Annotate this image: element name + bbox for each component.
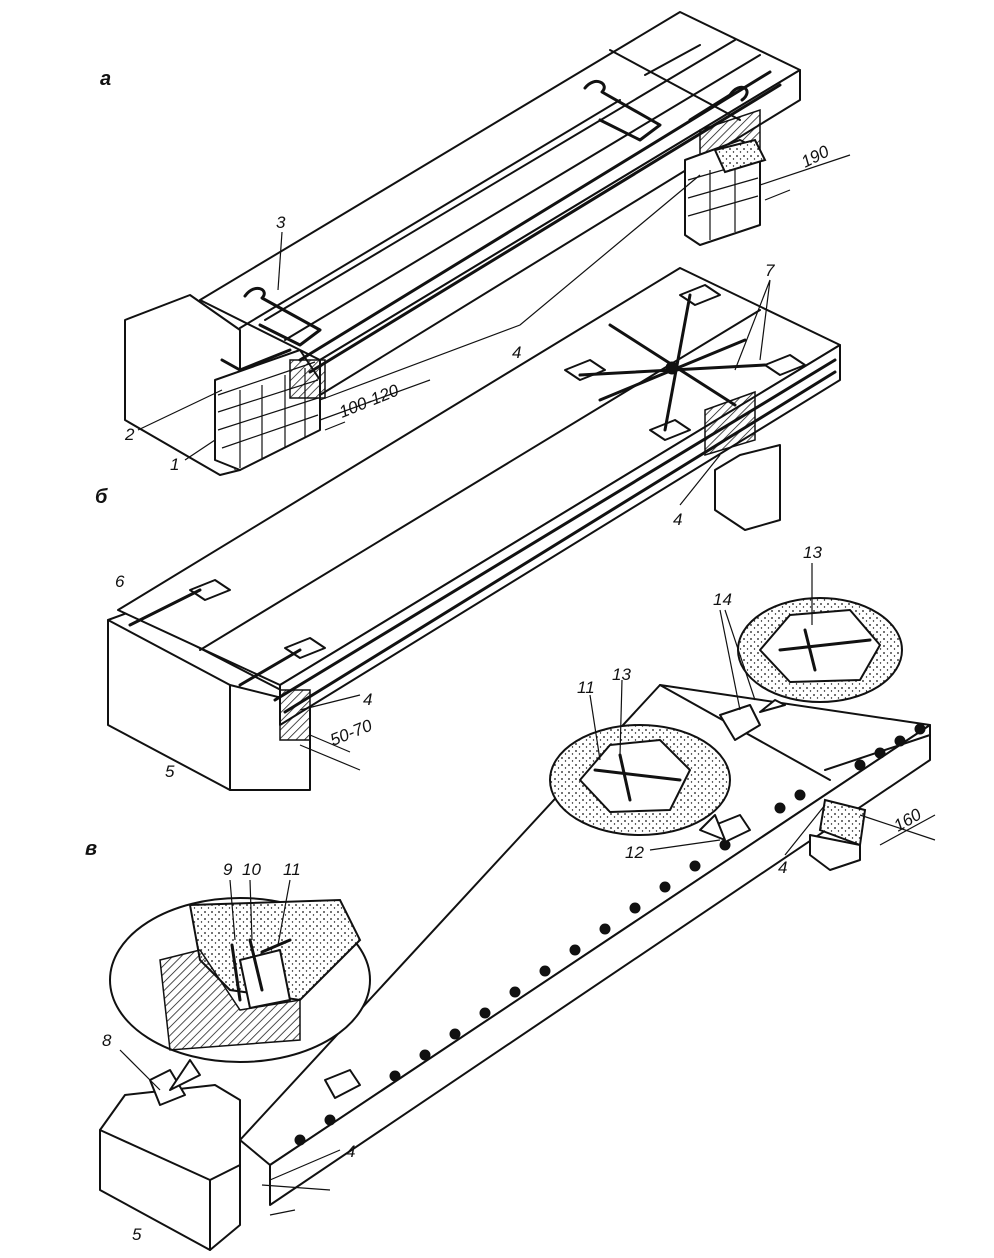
leader-3 (277, 231, 283, 291)
callout-1: 1 (170, 455, 179, 474)
detail-bubble-right (737, 597, 903, 713)
dim-line-v-left (261, 1184, 331, 1216)
leader-14 (719, 609, 756, 711)
callout-5b: 5 (132, 1225, 142, 1244)
callout-10: 10 (242, 860, 261, 879)
section-v-label: в (85, 838, 97, 860)
callout-4b: 4 (673, 510, 682, 529)
callout-6: 6 (115, 572, 125, 591)
crossbar-v-left (99, 1084, 241, 1251)
slab-a (199, 11, 801, 399)
tie-6 (128, 588, 302, 687)
callout-3: 3 (276, 213, 286, 232)
callout-4a: 4 (512, 343, 521, 362)
detail-bubble-mid (549, 724, 731, 841)
callout-7: 7 (765, 261, 775, 280)
anchor-3 (220, 79, 749, 372)
callout-5a: 5 (165, 762, 175, 781)
callout-4c: 4 (363, 690, 372, 709)
section-a-label: а (100, 68, 111, 90)
callout-11b: 11 (283, 860, 301, 879)
leader-4a (319, 174, 701, 401)
dim-190: 190 (798, 142, 832, 172)
dim-line-160 (859, 814, 936, 846)
detail-b (107, 267, 841, 791)
leader-4e (269, 1149, 341, 1181)
callout-13b: 13 (612, 665, 631, 684)
slab-b (117, 267, 841, 741)
callout-2: 2 (124, 425, 135, 444)
dim-160: 160 (891, 805, 926, 836)
callout-8: 8 (102, 1031, 112, 1050)
callout-13a: 13 (803, 543, 822, 562)
detail-a (124, 11, 851, 476)
crossbar-v-right (809, 798, 867, 871)
dim-100-120: 100-120 (336, 381, 401, 422)
section-b-label: б (95, 486, 108, 508)
leader-1 (184, 439, 216, 461)
brick-pier-right (684, 138, 767, 246)
leader-12 (649, 839, 721, 851)
callout-12: 12 (625, 843, 644, 862)
leader-4d (784, 804, 826, 856)
crossbar-b-right (714, 444, 781, 531)
callout-11a: 11 (577, 678, 595, 697)
tie-star (578, 293, 767, 432)
leader-4b (679, 454, 721, 506)
callout-14: 14 (713, 590, 732, 609)
leader-13b (619, 679, 623, 756)
dim-50-70: 50-70 (327, 716, 375, 750)
dim-line-100-120 (319, 379, 431, 431)
callout-9: 9 (223, 860, 233, 879)
leader-8 (119, 1049, 161, 1091)
callout-4d: 4 (778, 858, 787, 877)
voids-v (294, 723, 926, 1146)
leader-11b (589, 694, 601, 761)
leader-4c (299, 694, 361, 711)
detail-bubble-left (109, 897, 371, 1091)
leader-7 (734, 279, 771, 371)
dim-line-50-70 (299, 734, 361, 771)
leader-9-10-11 (229, 879, 291, 946)
callout-4e: 4 (346, 1142, 355, 1161)
leader-2 (137, 389, 223, 431)
dim-line-190 (759, 154, 851, 201)
detail-v (99, 563, 936, 1251)
slab-v (239, 684, 931, 1206)
